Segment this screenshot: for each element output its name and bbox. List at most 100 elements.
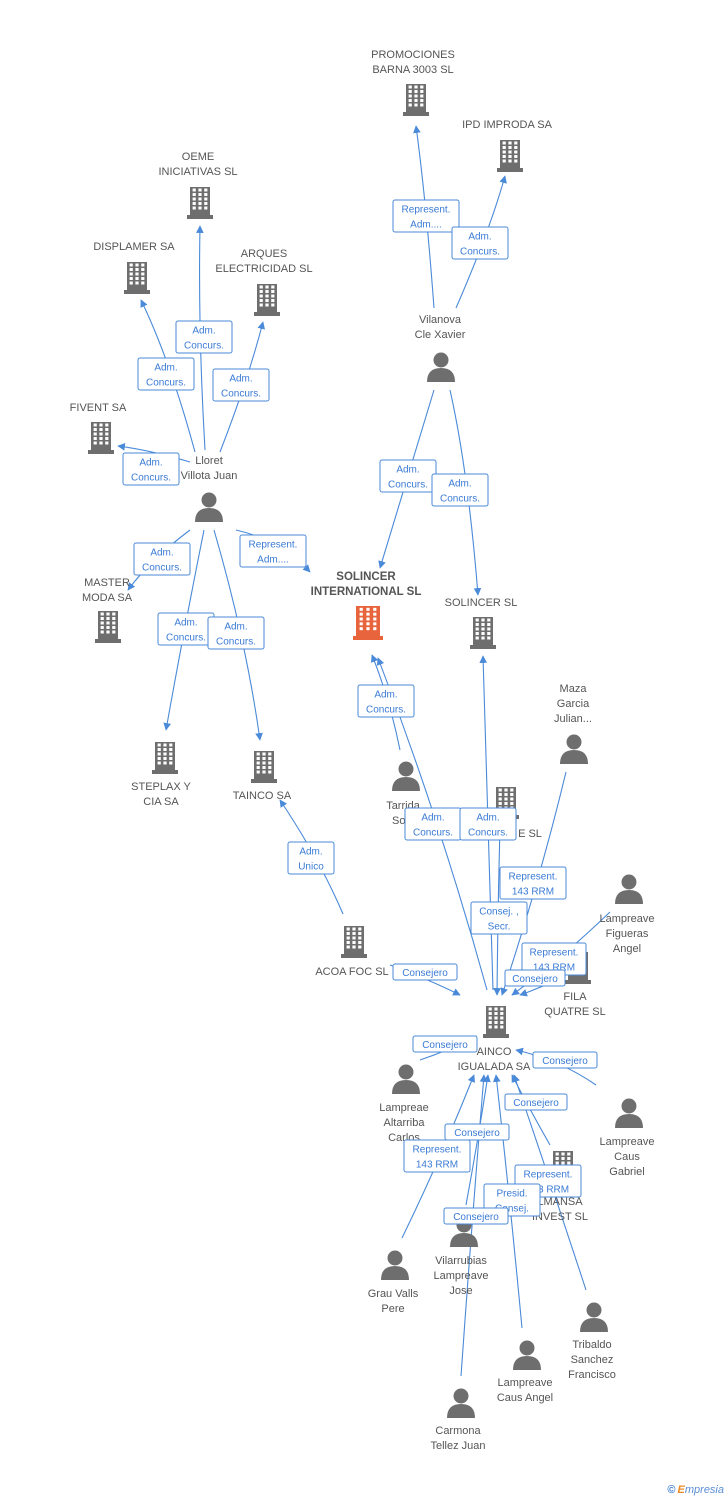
edge-label-acoa-to-tainco[interactable]: Adm.Unico (287, 841, 335, 875)
edge-label-line: Adm. (468, 232, 491, 243)
edge-label-vilanova-to-promociones[interactable]: Represent.Adm.... (392, 199, 460, 233)
edge-label-lloret-to-steplax[interactable]: Adm.Concurs. (157, 612, 215, 646)
edge-label-box (357, 684, 415, 718)
edge-label-box (133, 542, 191, 576)
edge-label-vilanova-to-ipd[interactable]: Adm. Concurs. (451, 226, 509, 260)
edge-label-line: Consej. , (479, 907, 518, 918)
edge-label-line: Adm. (150, 548, 173, 559)
node-solincer_sl[interactable]: SOLINCER SL (445, 597, 518, 649)
empresia-logo: ©Empresia (667, 1484, 724, 1496)
building-icon (187, 187, 213, 219)
node-label: MODA SA (82, 592, 133, 604)
edge-label-box (287, 841, 335, 875)
edge-label-line: Concurs. (460, 247, 500, 258)
node-label: LMANSA (537, 1196, 583, 1208)
node-label: Caus Angel (497, 1392, 553, 1404)
node-displamer[interactable]: DISPLAMER SA (93, 241, 175, 294)
node-label: FIVENT SA (70, 402, 127, 414)
brand-name: mpresia (684, 1484, 724, 1496)
edge-label-tainco_ig-to-solincer_intl[interactable]: Adm.Concurs. (404, 807, 462, 841)
node-maza[interactable]: MazaGarciaJulian... (554, 683, 592, 764)
edge-label-acoa-to-tainco_ig[interactable]: Consejero (392, 963, 458, 981)
edge-label-line: Adm. (448, 479, 471, 490)
edge-label-grau-to-tainco_ig[interactable]: Represent.143 RRM (403, 1139, 471, 1173)
node-label: ELECTRICIDAD SL (215, 263, 312, 275)
node-label: Lampreave (599, 913, 654, 925)
person-icon (615, 874, 643, 904)
node-tainco[interactable]: TAINCO SA (233, 751, 292, 802)
edge-label-line: Concurs. (216, 637, 256, 648)
edge-label-line: Consejero (454, 1128, 500, 1139)
edge-label-fila-to-tainco_ig[interactable]: Consejero (504, 969, 566, 987)
edge-label-line: Concurs. (142, 563, 182, 574)
edge-label-vilarrubias-to-tainco_ig[interactable]: Consejero (444, 1123, 510, 1141)
node-label: Angel (613, 943, 641, 955)
person-icon (560, 734, 588, 764)
node-label: IPD IMPRODA SA (462, 119, 553, 131)
edge-label-lloret-to-displamer[interactable]: Adm.Concurs. (137, 357, 195, 391)
edge-label-line: Consejero (422, 1040, 468, 1051)
edge-label-lamp_alt-to-tainco_ig[interactable]: Consejero (412, 1035, 478, 1053)
node-label: Francisco (568, 1369, 616, 1381)
node-fivent[interactable]: FIVENT SA (70, 402, 127, 454)
edge-label-carmona-to-tainco_ig[interactable]: Consejero (443, 1207, 509, 1225)
node-ipd[interactable]: IPD IMPRODA SA (462, 119, 553, 172)
edge-label-hidden_sl-to-tainco_ig[interactable]: Consej. ,Secr. (470, 901, 528, 935)
edge-label-line: Consejero (402, 968, 448, 979)
edge-label-tainco_ig-to-solincer_sl[interactable]: Adm.Concurs. (459, 807, 517, 841)
node-label: Lampreave (433, 1270, 488, 1282)
edge-label-line: Concurs. (468, 828, 508, 839)
edge-label-lamp_caus_g-to-tainco_ig[interactable]: Consejero (532, 1051, 598, 1069)
node-arques[interactable]: ARQUES ELECTRICIDAD SL (215, 248, 313, 316)
edge-label-lloret-to-master[interactable]: Adm. Concurs. (133, 542, 191, 576)
edge-label-line: Represent. (249, 540, 298, 551)
edge-label-line: Concurs. (366, 705, 406, 716)
node-label: Sanchez (571, 1354, 614, 1366)
edge-label-lloret-to-fivent[interactable]: Adm.Concurs. (122, 452, 180, 486)
edge-label-line: Consej. (495, 1204, 529, 1215)
edge-label-tarrida-to-solincer_intl[interactable]: Adm.Concurs. (357, 684, 415, 718)
node-label: Grau Valls (368, 1288, 419, 1300)
edge-label-line: Concurs. (146, 378, 186, 389)
edge-label-line: Concurs. (221, 389, 261, 400)
edge-label-vilanova-to-solincer_intl[interactable]: Adm.Concurs. (379, 459, 437, 493)
brand-initial: E (677, 1484, 685, 1496)
edge-label-almansa-to-tainco_ig[interactable]: Consejero (504, 1093, 568, 1111)
edge-label-box (207, 616, 265, 650)
edge-label-box (451, 226, 509, 260)
node-label: FILA (563, 991, 587, 1003)
edge-label-lloret-to-arques[interactable]: Adm.Concurs. (212, 368, 270, 402)
edge-label-vilanova-to-solincer_sl[interactable]: Adm.Concurs. (431, 473, 489, 507)
node-label: ARQUES (241, 248, 287, 260)
node-acoa[interactable]: ACOA FOC SL (315, 926, 389, 978)
node-label: INVEST SL (532, 1211, 588, 1223)
node-label: Julian... (554, 713, 592, 725)
edge-label-line: 143 RRM (533, 963, 575, 974)
edge-label-maza-to-tainco_ig[interactable]: Represent.143 RRM (499, 866, 567, 900)
node-label: Carmona (435, 1425, 481, 1437)
node-label: PROMOCIONES (371, 49, 455, 61)
edge-label-lloret-to-oeme[interactable]: Adm.Concurs. (175, 320, 233, 354)
node-label: STEPLAX Y (131, 781, 191, 793)
node-promociones[interactable]: PROMOCIONES BARNA 3003 SL (371, 49, 455, 116)
node-label: Lloret (195, 455, 223, 467)
edge-label-lloret-to-solincer_intl[interactable]: Represent.Adm.... (239, 534, 307, 568)
node-label: BARNA 3003 SL (372, 64, 453, 76)
node-label: Tribaldo (572, 1339, 611, 1351)
edge-label-lloret-to-tainco[interactable]: Adm.Concurs. (207, 616, 265, 650)
